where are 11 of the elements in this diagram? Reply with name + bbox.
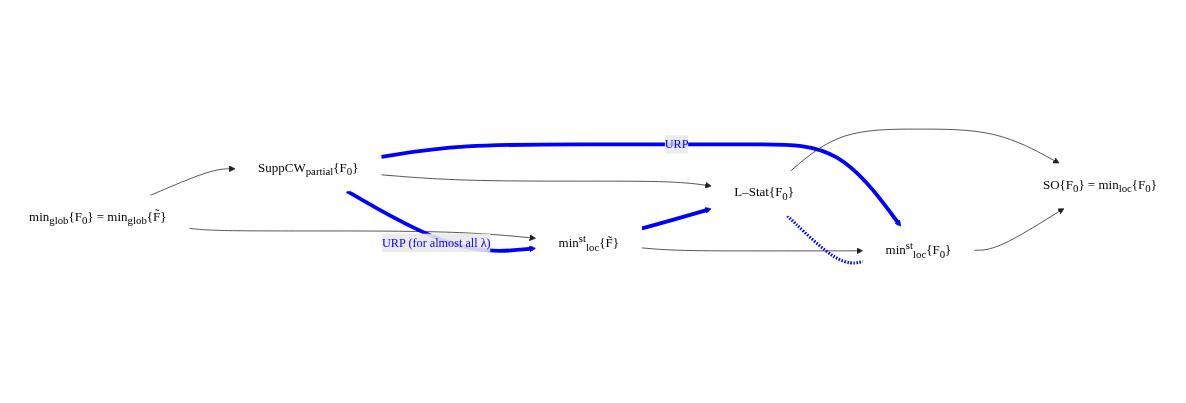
- arrow: [641, 207, 712, 231]
- node-text: min$^{st}$$_{loc}${F̃}: [558, 232, 619, 254]
- edge-label: URP (for almost all λ): [382, 235, 491, 249]
- node-text: SuppCW$_{partial}${F$_{0}$}: [258, 160, 359, 178]
- node-text: min$^{st}$$_{loc}${F$_{0}$}: [885, 239, 952, 261]
- connector: [786, 214, 863, 265]
- edge-label: URP: [664, 137, 689, 151]
- node-text: SO{F$_{0}$} = min$_{loc}${F$_{0}$}: [1042, 177, 1157, 195]
- arrow: [346, 189, 536, 253]
- node-text: L–Stat{F$_{0}$}: [734, 184, 794, 202]
- node-text: min$_{glob}${F$_{0}$} = min$_{glob}${F̃}: [29, 209, 167, 227]
